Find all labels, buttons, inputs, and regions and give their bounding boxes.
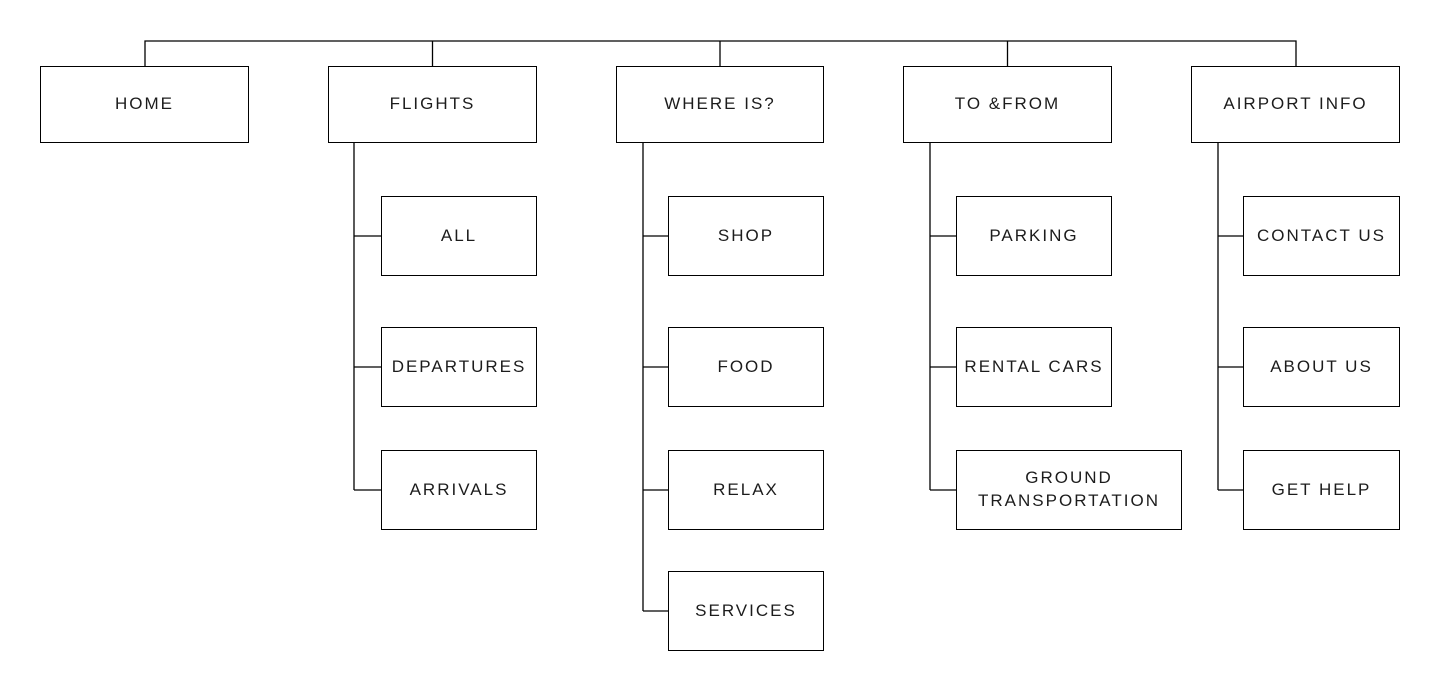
- node-to-and-from: TO &FROM: [903, 66, 1112, 143]
- node-ground-transportation-label: GROUND TRANSPORTATION: [978, 468, 1160, 510]
- node-departures: DEPARTURES: [381, 327, 537, 407]
- node-parking-label: PARKING: [989, 225, 1079, 245]
- node-where-is: WHERE IS?: [616, 66, 824, 143]
- node-airport-info: AIRPORT INFO: [1191, 66, 1400, 143]
- node-shop: SHOP: [668, 196, 824, 276]
- node-contact-us: CONTACT US: [1243, 196, 1400, 276]
- node-rental-cars-label: RENTAL CARS: [964, 356, 1104, 376]
- node-services-label: SERVICES: [695, 600, 797, 620]
- node-departures-label: DEPARTURES: [391, 356, 527, 376]
- node-shop-label: SHOP: [717, 225, 775, 245]
- node-food: FOOD: [668, 327, 824, 407]
- node-flights-label: FLIGHTS: [389, 94, 476, 114]
- node-arrivals: ARRIVALS: [381, 450, 537, 530]
- node-services: SERVICES: [668, 571, 824, 651]
- node-where-is-label: WHERE IS?: [664, 94, 776, 114]
- node-to-and-from-label: TO &FROM: [954, 94, 1061, 114]
- node-parking: PARKING: [956, 196, 1112, 276]
- node-food-label: FOOD: [717, 356, 775, 376]
- node-relax-label: RELAX: [713, 479, 779, 499]
- node-home-label: HOME: [115, 94, 174, 114]
- node-get-help-label: GET HELP: [1271, 479, 1372, 499]
- node-rental-cars: RENTAL CARS: [956, 327, 1112, 407]
- node-arrivals-label: ARRIVALS: [409, 479, 509, 499]
- node-contact-us-label: CONTACT US: [1257, 225, 1386, 245]
- node-home: HOME: [40, 66, 249, 143]
- node-airport-info-label: AIRPORT INFO: [1223, 94, 1368, 114]
- node-relax: RELAX: [668, 450, 824, 530]
- node-flights: FLIGHTS: [328, 66, 537, 143]
- node-about-us-label: ABOUT US: [1270, 356, 1373, 376]
- node-all: ALL: [381, 196, 537, 276]
- node-ground-transportation: GROUND TRANSPORTATION: [956, 450, 1182, 530]
- node-get-help: GET HELP: [1243, 450, 1400, 530]
- node-about-us: ABOUT US: [1243, 327, 1400, 407]
- node-all-label: ALL: [440, 225, 478, 245]
